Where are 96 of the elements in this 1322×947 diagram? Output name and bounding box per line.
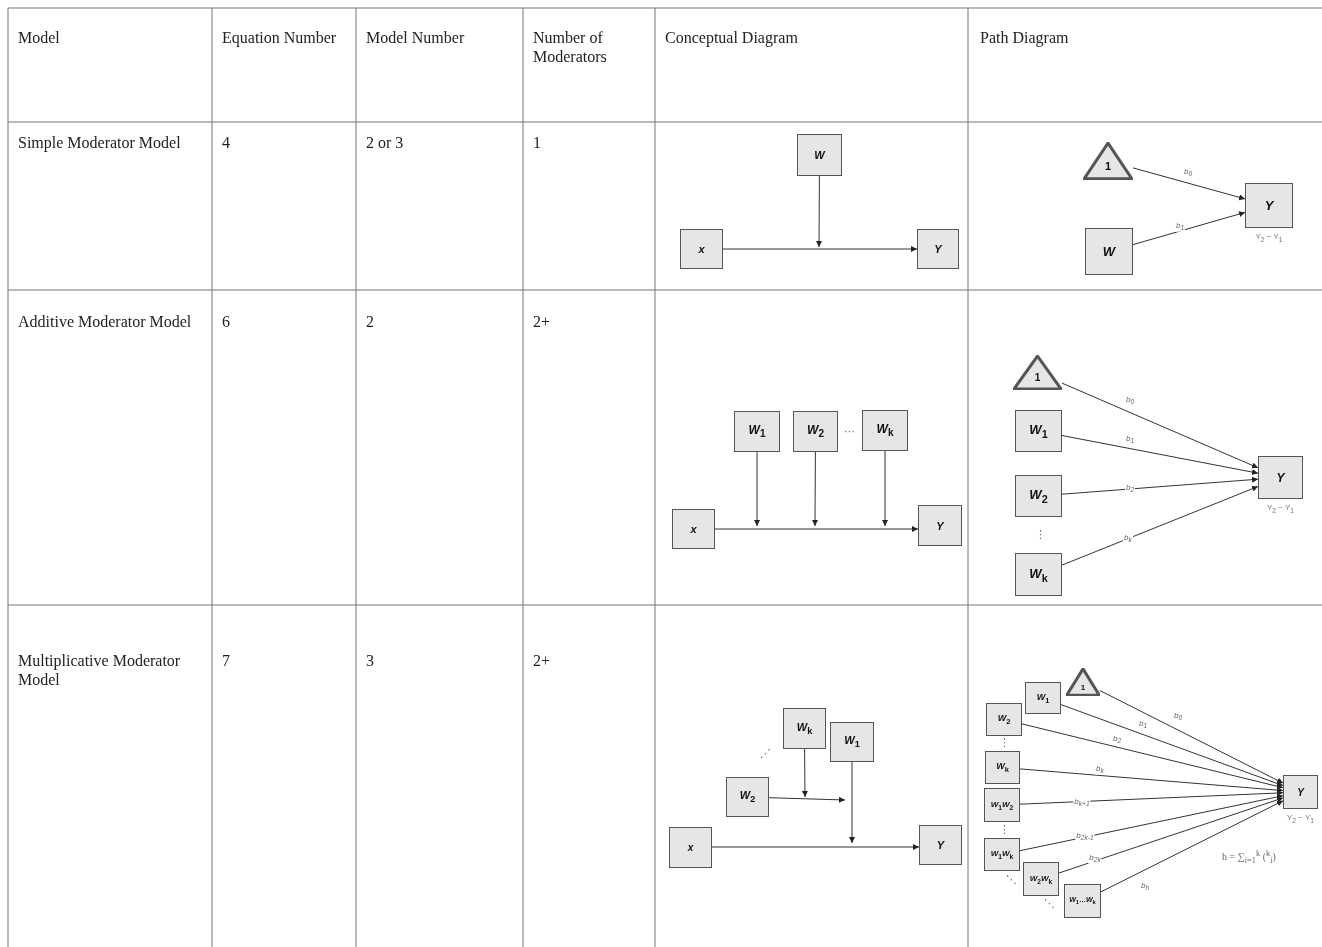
variable-box: W$_{2}$ [986, 703, 1022, 736]
variable-box: W$_{2}$ [793, 411, 838, 452]
table-cell-text: 2+ [533, 312, 552, 331]
variable-box: Y [918, 505, 962, 546]
edge-label: b$_{0}$ [1172, 710, 1184, 722]
edge-label: b$_{0}$ [1124, 394, 1136, 406]
variable-box: x [672, 509, 715, 549]
ellipsis-mark: ⋮ [999, 737, 1010, 748]
table-cell-text: 1 [533, 133, 542, 152]
column-header: Conceptual Diagram [665, 28, 799, 47]
variable-caption: Y$_{2}$ − Y$_{1}$ [1286, 813, 1315, 824]
table-cell-text: 6 [222, 312, 231, 331]
variable-box: Y [1245, 183, 1293, 228]
variable-caption: Y$_{2}$ − Y$_{1}$ [1266, 503, 1295, 514]
edge-label: b$_{1}$ [1137, 718, 1149, 730]
path-arrow [1132, 167, 1246, 201]
table-cell-text: Simple Moderator Model [18, 133, 182, 152]
path-arrow [1019, 794, 1284, 852]
edge-label: b$_{1}$ [1124, 433, 1136, 445]
variable-box: x [680, 229, 723, 269]
variable-box: W [1085, 228, 1133, 275]
table-cell-text: 2 or 3 [366, 133, 405, 152]
variable-box: x [669, 827, 712, 868]
moderation-arrow [812, 451, 819, 527]
table-cell-text: 2 [366, 312, 375, 331]
variable-box: W$_{k}$ [783, 708, 826, 749]
edge-label: b$_{2}$ [1111, 733, 1123, 745]
ellipsis-mark: ⋰ [760, 748, 771, 759]
variable-box: Y [1283, 775, 1318, 809]
column-header: Model [18, 28, 61, 47]
edge-label: b$_{h}$ [1139, 880, 1151, 892]
variable-box: W$_{k}$ [862, 410, 908, 451]
edge-label: b$_{2}$ [1124, 482, 1136, 494]
path-arrow [1021, 723, 1284, 790]
variable-box: W$_{1}$ [830, 722, 874, 762]
ellipsis-mark: ⋮ [1035, 529, 1046, 540]
edge-label: b$_{2k-1}$ [1075, 830, 1095, 842]
column-header: Equation Number [222, 28, 338, 47]
ellipsis-mark: ⋮ [999, 824, 1010, 835]
variable-box: W$_{1}$ [1025, 682, 1061, 714]
path-arrow [1132, 211, 1246, 246]
moderation-arrow [801, 748, 808, 798]
path-arrow [1019, 790, 1284, 805]
constant-triangle: 1 [1083, 142, 1133, 180]
path-arrow [1099, 690, 1284, 784]
variable-box: W$_{k}$ [985, 751, 1020, 784]
variable-box: W$_{1}$W$_{k}$ [984, 838, 1020, 871]
formula-text: h = ∑$_{i=1}$$^{k}$ ($^{k}$$_{i}$) [1222, 848, 1276, 867]
variable-box: W$_{1}$W$_{2}$ [984, 788, 1020, 822]
ellipsis-mark: ⋯ [844, 426, 855, 437]
path-arrow [722, 246, 918, 252]
table-cell-text: Additive Moderator Model [18, 312, 193, 331]
variable-box: Y [917, 229, 959, 269]
variable-box: Y [919, 825, 962, 865]
path-arrow [1060, 704, 1284, 787]
variable-box: W$_{1}$ [734, 411, 780, 452]
path-arrow [1058, 796, 1284, 874]
edge-label: b$_{2k}$ [1088, 852, 1102, 864]
path-arrow [714, 526, 919, 532]
moderation-arrow [882, 450, 888, 527]
path-arrow [1061, 382, 1259, 469]
variable-box: W$_{2}$ [726, 777, 769, 817]
edge-label: b$_{k+1}$ [1073, 796, 1091, 808]
moderation-arrow [754, 451, 760, 527]
column-header: Number of Moderators [533, 28, 608, 66]
constant-triangle: 1 [1066, 668, 1100, 696]
variable-box: W [797, 134, 842, 176]
edge-label: b$_{0}$ [1182, 166, 1194, 178]
edge-label: b$_{k}$ [1123, 532, 1133, 544]
moderation-arrow [816, 175, 823, 248]
table-cell-text: 4 [222, 133, 231, 152]
variable-box: W$_{2}$ [1015, 475, 1062, 517]
edge-label: b$_{k}$ [1095, 763, 1105, 775]
edge-label: b$_{1}$ [1174, 220, 1186, 232]
path-arrow [1019, 768, 1284, 794]
table-cell-text: Multiplicative Moderator Model [18, 651, 182, 689]
variable-box: W$_{2}$W$_{k}$ [1023, 862, 1059, 896]
variable-box: Y [1258, 456, 1303, 499]
table-cell-text: 2+ [533, 651, 552, 670]
constant-triangle: 1 [1013, 355, 1062, 390]
variable-box: W$_{1}$ [1015, 410, 1062, 452]
path-arrow [1100, 800, 1284, 893]
path-arrow [1061, 435, 1259, 475]
table-cell-text: 3 [366, 651, 375, 670]
table-cell-text: 7 [222, 651, 231, 670]
moderation-arrow [849, 761, 855, 844]
column-header: Path Diagram [980, 28, 1070, 47]
path-arrow [1061, 485, 1259, 566]
path-arrow [711, 844, 920, 850]
variable-caption: Y$_{2}$ − Y$_{1}$ [1255, 232, 1283, 243]
variable-box: W$_{k}$ [1015, 553, 1062, 596]
ellipsis-mark: ⋱ [1006, 874, 1017, 885]
column-header: Model Number [366, 28, 466, 47]
moderation-arrow [768, 796, 846, 803]
ellipsis-mark: ⋱ [1044, 898, 1055, 909]
path-arrow [1061, 476, 1259, 495]
